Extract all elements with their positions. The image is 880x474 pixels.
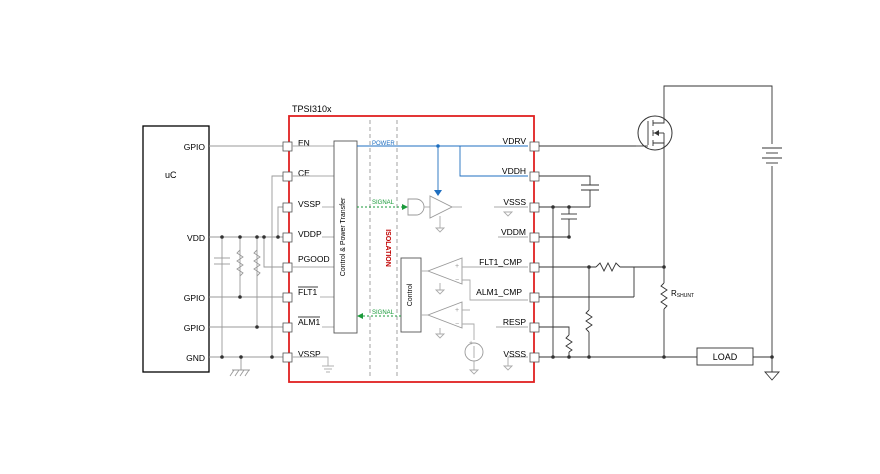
pin-flt1-cmp: FLT1_CMP <box>479 257 522 267</box>
chip-left-pins <box>282 141 293 363</box>
mcu-pin-gpio-alm: GPIO <box>184 323 206 333</box>
pin-pgood: PGOOD <box>298 254 330 264</box>
mcu-pin-vdd: VDD <box>187 233 205 243</box>
isolation-label: ISOLATION <box>384 229 391 267</box>
svg-text:+: + <box>455 263 459 270</box>
pin-vddm: VDDM <box>501 227 526 237</box>
signal-bottom-label: SIGNAL <box>372 310 395 316</box>
block-control-label: Control <box>407 283 414 306</box>
chip-name: TPSI310x <box>292 104 332 114</box>
power-path <box>357 144 528 196</box>
chip-right-internal-wiring <box>494 206 528 371</box>
mcu-title: uC <box>165 170 177 180</box>
svg-text:+: + <box>455 307 459 314</box>
chip-right-pins <box>529 141 540 363</box>
pin-vddp: VDDP <box>298 229 322 239</box>
pin-vssp-bottom: VSSP <box>298 349 321 359</box>
pin-ce: CE <box>298 168 310 178</box>
chip-boundary <box>288 115 535 383</box>
block-control <box>400 257 422 333</box>
chip-left-internal-wiring <box>292 145 334 373</box>
pin-alm1-cmp: ALM1_CMP <box>476 287 522 297</box>
pin-vdrv: VDRV <box>503 136 527 146</box>
load-box <box>696 347 754 366</box>
shunt-label: RSHUNT <box>671 289 694 299</box>
mosfet-symbol <box>636 115 673 151</box>
comparators: + − + − + <box>421 257 528 375</box>
pin-vsss-bottom: VSSS <box>503 349 526 359</box>
block-control-power-transfer <box>333 140 358 334</box>
svg-text:−: − <box>455 277 459 284</box>
svg-text:+: + <box>469 340 473 347</box>
block-control-power-transfer-label: Control & Power Transfer <box>340 197 347 276</box>
pin-vssp-top: VSSP <box>298 199 321 209</box>
pin-vsss-top: VSSS <box>503 197 526 207</box>
signal-top-path <box>357 195 462 233</box>
signal-bottom-arrow <box>357 313 363 319</box>
mcu-box <box>142 125 210 373</box>
pin-alm1: ALM1 <box>298 317 320 327</box>
mcu-pin-gpio-flt: GPIO <box>184 293 206 303</box>
mcu-pin-gpio-en: GPIO <box>184 142 206 152</box>
pin-en: EN <box>298 138 310 148</box>
pin-resp: RESP <box>503 317 526 327</box>
mcu-wiring <box>209 145 287 377</box>
svg-text:−: − <box>455 321 459 328</box>
external-wiring <box>539 85 782 381</box>
pin-vddh: VDDH <box>502 166 526 176</box>
pin-flt1: FLT1 <box>298 287 317 297</box>
power-label: POWER <box>372 141 395 147</box>
load-label: LOAD <box>713 352 738 362</box>
signal-top-label: SIGNAL <box>372 200 395 206</box>
mcu-pin-gnd: GND <box>186 353 205 363</box>
